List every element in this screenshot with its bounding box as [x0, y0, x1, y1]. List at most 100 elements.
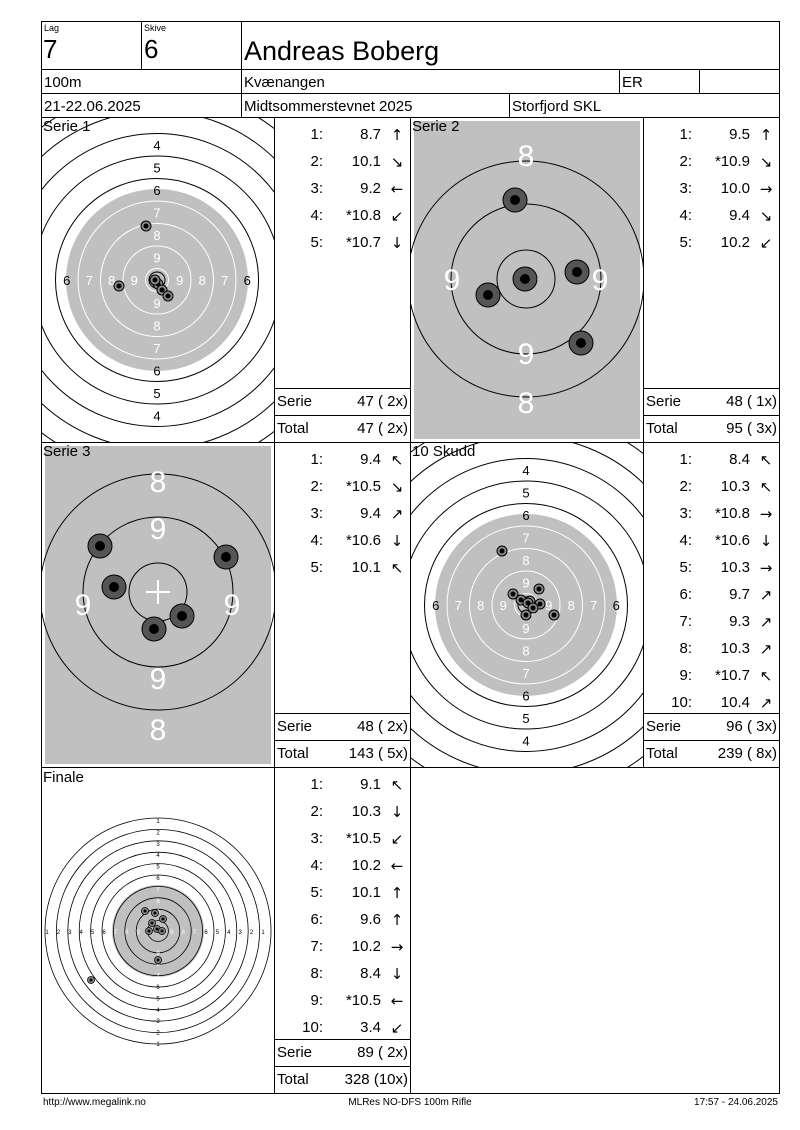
shot-number: 5: — [310, 234, 323, 251]
svg-text:8: 8 — [153, 318, 160, 333]
shot-number: 7: — [310, 938, 323, 955]
lag-label: Lag — [44, 23, 60, 33]
svg-text:9: 9 — [522, 621, 529, 636]
shot-number: 3: — [310, 830, 323, 847]
shot-value: 3.4 — [360, 1019, 381, 1036]
svg-text:3: 3 — [239, 930, 243, 936]
shot-value: *10.5 — [345, 830, 381, 847]
svg-text:9: 9 — [156, 951, 160, 957]
shot-direction-arrow-icon: ↘ — [759, 153, 773, 171]
shot-row: 10:10.4↗ — [644, 694, 779, 714]
serie-label: Serie — [646, 718, 682, 735]
shot-row: 5:10.2↙ — [644, 234, 779, 254]
shot-direction-arrow-icon: ↓ — [390, 965, 404, 983]
serie-score: 48 ( 1x) — [726, 393, 777, 410]
shot-direction-arrow-icon: → — [759, 505, 773, 523]
shot-row: 2:*10.9↘ — [644, 153, 779, 173]
shot-number: 9: — [310, 992, 323, 1009]
shot-direction-arrow-icon: ↖ — [390, 559, 404, 577]
shot-row: 3:*10.8→ — [644, 505, 779, 525]
svg-text:8: 8 — [522, 643, 529, 658]
svg-text:1: 1 — [156, 819, 160, 825]
svg-text:8: 8 — [108, 273, 115, 288]
serie-score: 96 ( 3x) — [726, 718, 777, 735]
svg-text:4: 4 — [156, 1008, 160, 1014]
svg-text:8: 8 — [199, 273, 206, 288]
shot-row: 4:*10.8↙ — [275, 207, 410, 227]
svg-text:2: 2 — [250, 930, 254, 936]
shot-number: 5: — [310, 559, 323, 576]
shot-value: *10.5 — [345, 992, 381, 1009]
total-label: Total — [277, 1071, 309, 1088]
shot-value: 9.6 — [360, 911, 381, 928]
shot-row: 1:8.7↑ — [275, 126, 410, 146]
event-name: Midtsommerstevnet 2025 — [244, 98, 413, 115]
total-score: 328 (10x) — [344, 1071, 408, 1088]
shot-number: 4: — [679, 532, 692, 549]
shot-row: 4:9.4↘ — [644, 207, 779, 227]
shot-direction-arrow-icon: ← — [390, 992, 404, 1010]
svg-text:8: 8 — [182, 930, 186, 936]
svg-text:9: 9 — [170, 930, 174, 936]
serie-score: 48 ( 2x) — [357, 718, 408, 735]
shot-value: 10.1 — [351, 559, 381, 576]
svg-text:5: 5 — [153, 160, 160, 175]
shot-row: 1:9.5↑ — [644, 126, 779, 146]
shot-value: 10.1 — [351, 153, 381, 170]
shot-direction-arrow-icon: ↓ — [390, 532, 404, 550]
svg-text:7: 7 — [114, 930, 118, 936]
footer-software: MLRes NO-DFS 100m Rifle — [348, 1097, 472, 1108]
svg-text:9: 9 — [500, 598, 507, 613]
lag-value: 7 — [43, 34, 58, 64]
svg-text:8: 8 — [522, 553, 529, 568]
shot-row: 7:10.2→ — [275, 938, 410, 958]
shot-row: 3:9.4↗ — [275, 505, 410, 525]
serie-label: Serie — [277, 718, 313, 735]
serie-score: 47 ( 2x) — [357, 393, 408, 410]
shot-value: 9.2 — [360, 180, 381, 197]
svg-text:5: 5 — [91, 930, 95, 936]
target-finale: 111122223333444455556666777788889999 — [42, 768, 274, 1093]
shot-row: 10:3.4↙ — [275, 1019, 410, 1039]
shot-direction-arrow-icon: ↖ — [390, 776, 404, 794]
svg-text:9: 9 — [518, 338, 535, 371]
shot-direction-arrow-icon: ↙ — [390, 207, 404, 225]
total-label: Total — [646, 745, 678, 762]
shot-row: 5:10.3→ — [644, 559, 779, 579]
shot-value: 10.3 — [720, 640, 750, 657]
svg-text:7: 7 — [156, 887, 160, 893]
shot-row: 3:10.0→ — [644, 180, 779, 200]
svg-text:2: 2 — [57, 930, 61, 936]
shot-number: 10: — [671, 694, 692, 711]
shot-row: 5: 10.1 ↖ — [275, 559, 410, 579]
shot-row: 9:*10.7↖ — [644, 667, 779, 687]
svg-text:8: 8 — [150, 466, 167, 499]
shot-row: 5:10.1↑ — [275, 884, 410, 904]
total-score: 239 ( 8x) — [717, 745, 777, 762]
svg-text:4: 4 — [153, 138, 160, 153]
svg-text:9: 9 — [137, 930, 141, 936]
club-name: Kvænangen — [244, 74, 325, 91]
svg-text:9: 9 — [176, 273, 183, 288]
svg-text:9: 9 — [150, 513, 167, 546]
shot-value: 10.2 — [351, 938, 381, 955]
shot-row: 4:10.2← — [275, 857, 410, 877]
svg-text:9: 9 — [153, 250, 160, 265]
svg-text:1: 1 — [45, 930, 49, 936]
svg-text:7: 7 — [455, 598, 462, 613]
shot-direction-arrow-icon: ↖ — [390, 451, 404, 469]
shot-direction-arrow-icon: ↓ — [390, 234, 404, 252]
svg-text:9: 9 — [224, 589, 241, 622]
footer-url[interactable]: http://www.megalink.no — [43, 1097, 146, 1108]
shooter-name: Andreas Boberg — [244, 36, 440, 66]
shot-direction-arrow-icon: ← — [390, 857, 404, 875]
shot-value: 9.5 — [729, 126, 750, 143]
svg-text:6: 6 — [613, 598, 620, 613]
organizer-name: Storfjord SKL — [512, 98, 602, 115]
shot-direction-arrow-icon: ↘ — [390, 153, 404, 171]
shot-value: *10.7 — [345, 234, 381, 251]
svg-text:1: 1 — [156, 1042, 160, 1048]
